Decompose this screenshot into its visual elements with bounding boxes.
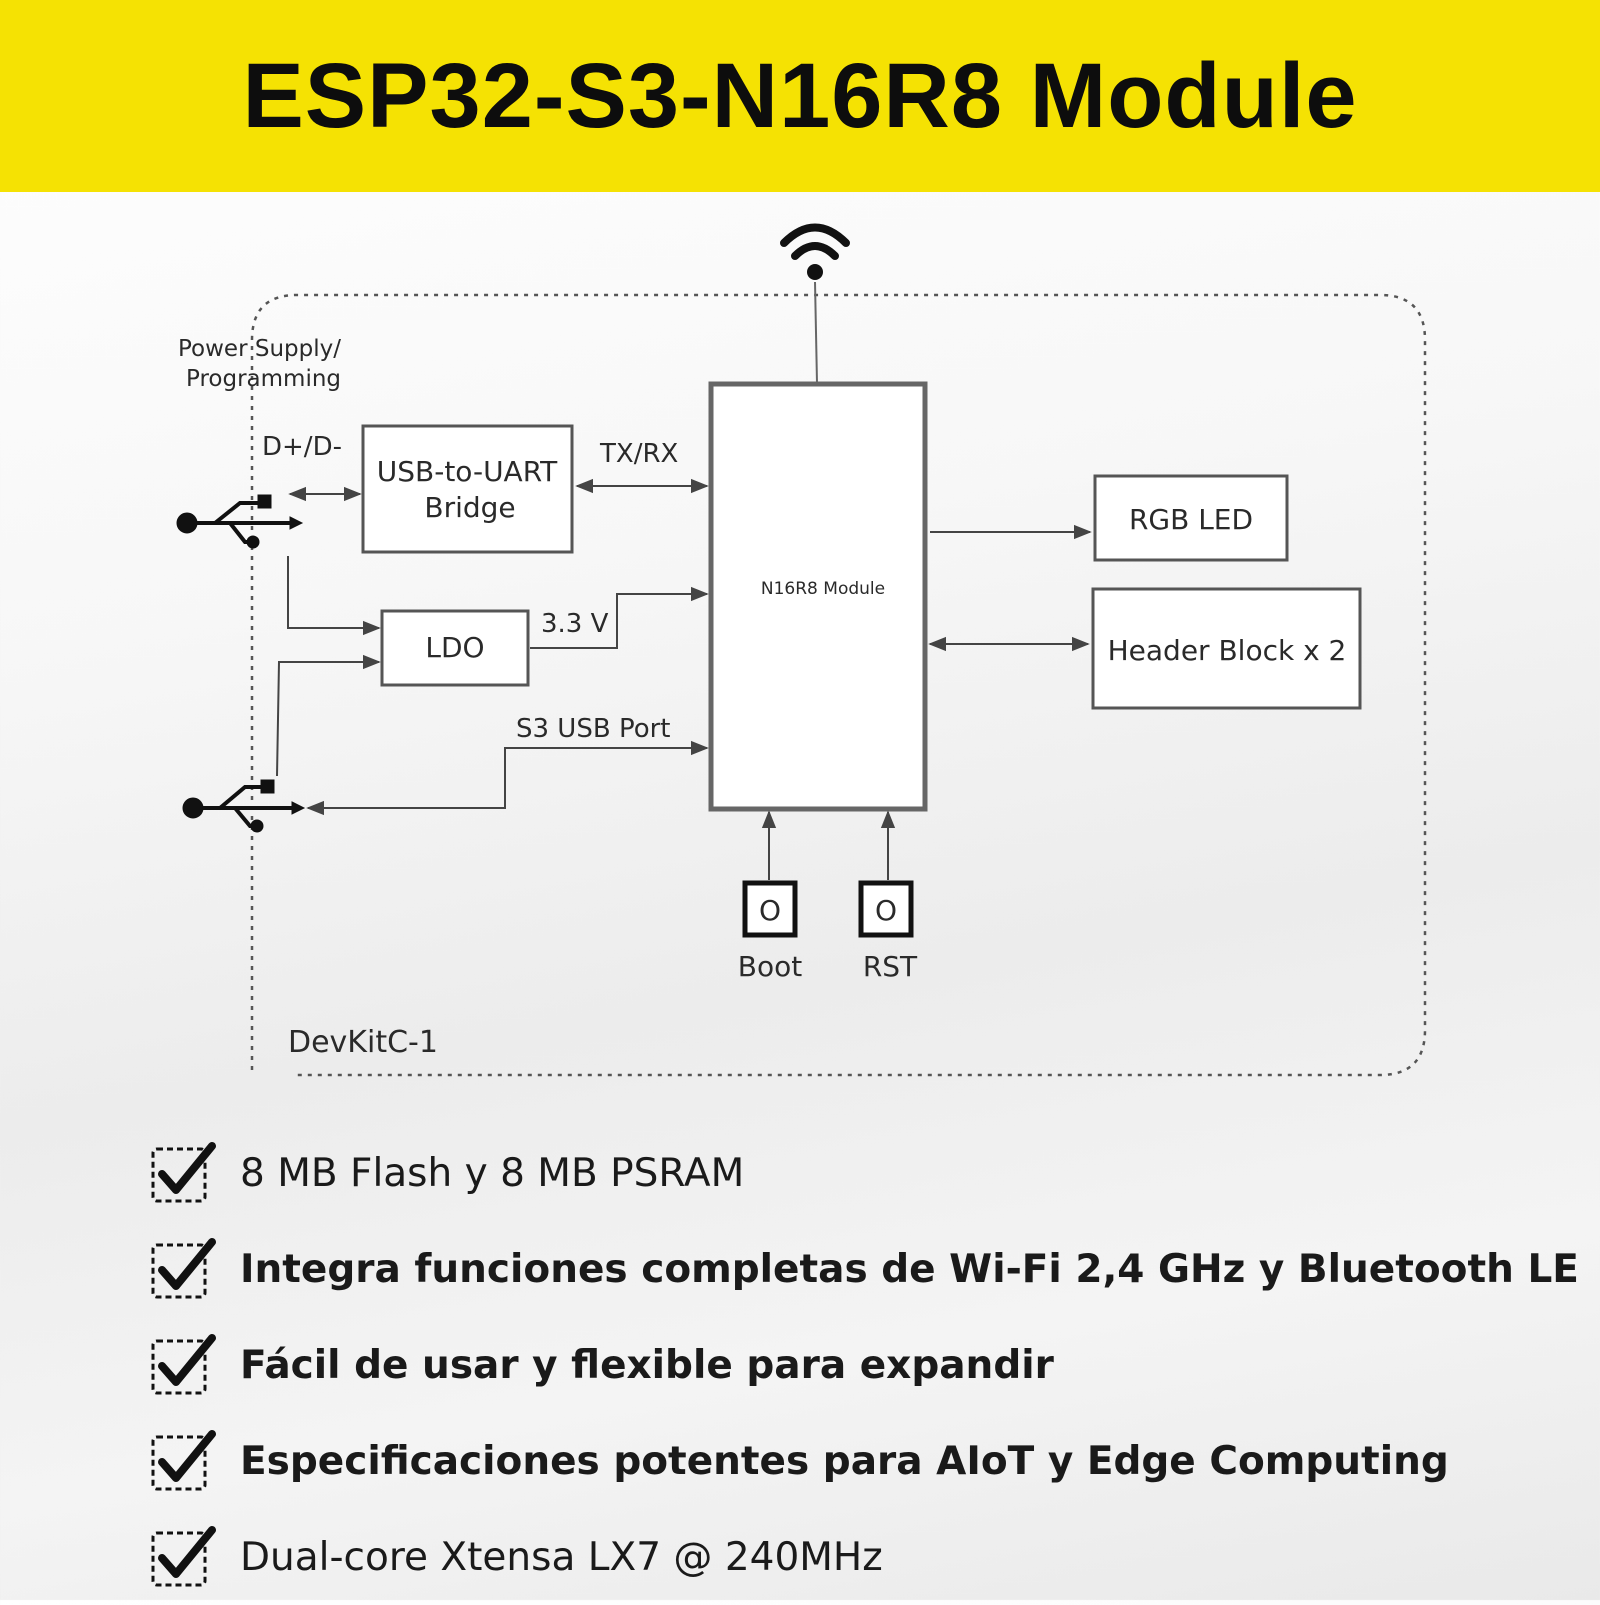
dp-dm-label: D+/D- bbox=[262, 432, 342, 462]
header-block bbox=[1091, 587, 1362, 710]
feature-item: 8 MB Flash y 8 MB PSRAM bbox=[150, 1125, 1570, 1221]
programming-label: Programming bbox=[186, 366, 341, 392]
checkbox-checked-icon bbox=[151, 1142, 216, 1203]
checkbox-checked-icon bbox=[151, 1526, 216, 1587]
txrx-label: TX/RX bbox=[599, 439, 678, 469]
usb-uart-label-line1: USB-to-UART bbox=[377, 455, 558, 488]
feature-item: Dual-core Xtensa LX7 @ 240MHz bbox=[150, 1509, 1570, 1605]
rst-button-glyph: O bbox=[875, 894, 897, 927]
devkit-boundary bbox=[250, 293, 1427, 1077]
module-block bbox=[708, 381, 928, 812]
antenna-line bbox=[814, 281, 818, 384]
module-label: N16R8 Module bbox=[761, 579, 885, 599]
board-label: DevKitC-1 bbox=[288, 1025, 438, 1060]
feature-text: Fácil de usar y flexible para expandir bbox=[240, 1342, 1054, 1388]
feature-item: Fácil de usar y flexible para expandir bbox=[150, 1317, 1570, 1413]
boot-button-glyph: O bbox=[759, 894, 781, 927]
title-banner: ESP32-S3-N16R8 Module bbox=[0, 0, 1600, 192]
wifi-icon bbox=[780, 223, 850, 280]
page-title: ESP32-S3-N16R8 Module bbox=[242, 44, 1358, 147]
s3-usb-label: S3 USB Port bbox=[516, 714, 671, 744]
feature-text: Integra funciones completas de Wi-Fi 2,4… bbox=[240, 1246, 1579, 1292]
boot-label: Boot bbox=[738, 950, 802, 983]
rst-button: O bbox=[858, 880, 914, 938]
usb-icon-top bbox=[176, 494, 304, 549]
v33-label: 3.3 V bbox=[541, 609, 609, 639]
header-block-label: Header Block x 2 bbox=[1108, 634, 1347, 667]
power-supply-label: Power Supply/ bbox=[178, 336, 341, 362]
connection-lines bbox=[276, 478, 1092, 880]
feature-text: Especificaciones potentes para AIoT y Ed… bbox=[240, 1438, 1449, 1484]
usb-bottom-to-ldo bbox=[276, 654, 381, 777]
feature-item: Integra funciones completas de Wi-Fi 2,4… bbox=[150, 1221, 1579, 1317]
feature-list: 8 MB Flash y 8 MB PSRAM Integra funcione… bbox=[150, 1125, 1579, 1605]
ldo-to-module bbox=[530, 586, 709, 649]
rgb-led-block bbox=[1093, 474, 1289, 562]
checkbox-checked-icon bbox=[151, 1238, 216, 1299]
boot-button: O bbox=[742, 880, 798, 938]
s3-usb-arrow bbox=[306, 740, 709, 816]
usb-icon-bottom bbox=[182, 779, 306, 833]
usb-top-to-ldo bbox=[287, 556, 381, 636]
usb-uart-label-line2: Bridge bbox=[424, 491, 515, 524]
rgb-led-label: RGB LED bbox=[1129, 503, 1253, 536]
feature-text: Dual-core Xtensa LX7 @ 240MHz bbox=[240, 1534, 883, 1580]
ldo-label: LDO bbox=[425, 631, 484, 664]
block-diagram: DevKitC-1 Power Supply/ Programming N16R… bbox=[176, 223, 1427, 1077]
feature-text: 8 MB Flash y 8 MB PSRAM bbox=[240, 1150, 745, 1196]
feature-item: Especificaciones potentes para AIoT y Ed… bbox=[150, 1413, 1570, 1509]
ldo-block bbox=[380, 609, 530, 687]
usb-uart-bridge-block bbox=[361, 424, 574, 554]
checkbox-checked-icon bbox=[151, 1430, 216, 1491]
checkbox-checked-icon bbox=[151, 1334, 216, 1395]
rst-label: RST bbox=[863, 950, 918, 983]
